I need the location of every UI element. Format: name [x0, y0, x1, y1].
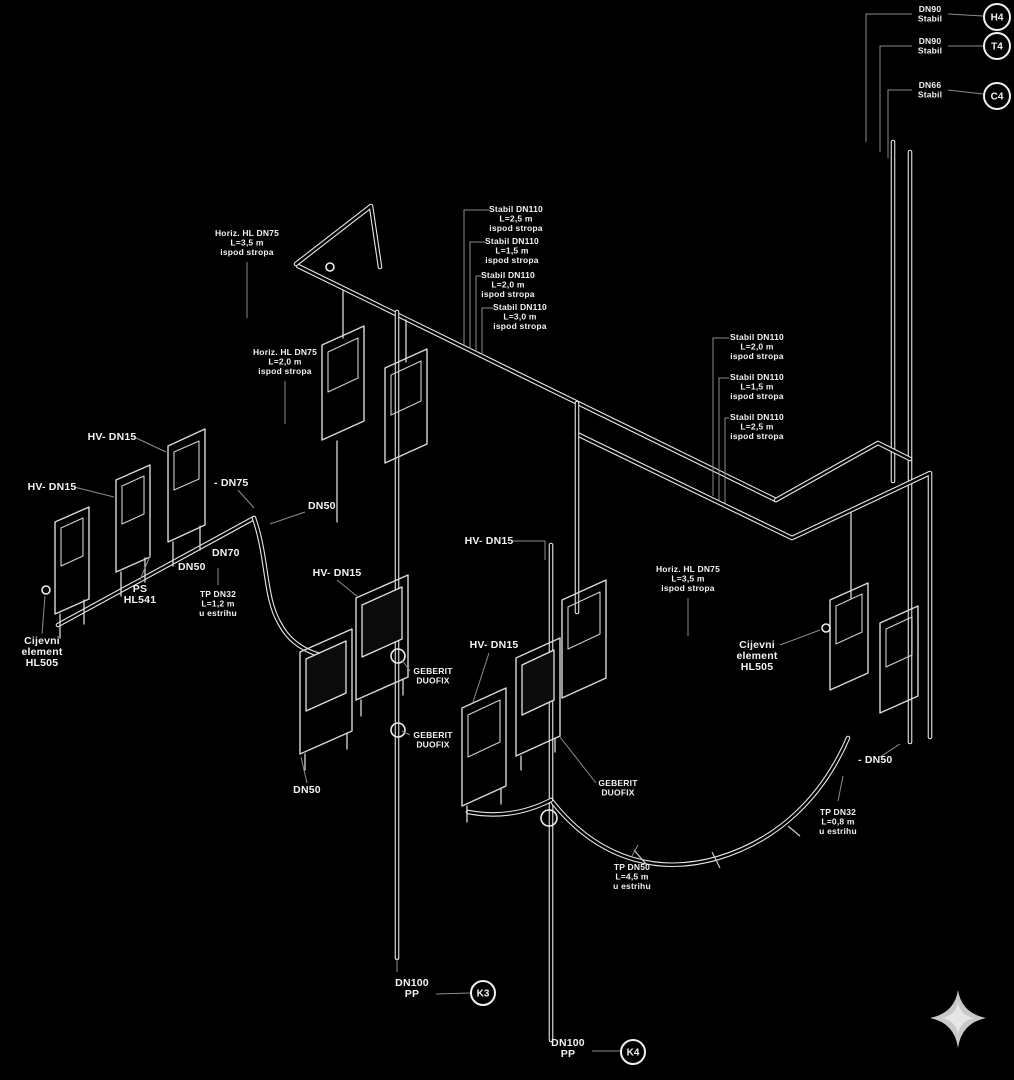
- callout-label: T4: [991, 42, 1003, 53]
- branch-pipes: [59, 289, 852, 823]
- callout-K4: K4: [620, 1039, 646, 1065]
- dn50-label-1: DN50: [308, 500, 336, 512]
- fixture-circles: [41, 262, 831, 827]
- callout-label: H4: [991, 13, 1004, 24]
- hv-dn15-label-1: HV- DN15: [88, 431, 137, 443]
- callout-K3: K3: [470, 980, 496, 1006]
- dn75-label: - DN75: [214, 477, 248, 489]
- callout-label: K4: [627, 1048, 640, 1059]
- hv-dn15-label-2: HV- DN15: [28, 481, 77, 493]
- dn50-label-4: - DN50: [858, 754, 892, 766]
- dn50-label-2: DN50: [178, 561, 206, 573]
- leader-lines: [41, 13, 984, 1052]
- installation-frames: [54, 325, 919, 807]
- callout-H4: H4: [983, 3, 1011, 31]
- dn50-label-3: DN50: [293, 784, 321, 796]
- callout-C4: C4: [983, 82, 1011, 110]
- hv-dn15-label-5: HV- DN15: [470, 639, 519, 651]
- dn70-label: DN70: [212, 547, 240, 559]
- callout-circle: [983, 3, 1011, 31]
- callout-circle: [983, 82, 1011, 110]
- callout-circle: [470, 980, 496, 1006]
- sparkle-icon: [930, 990, 986, 1048]
- hv-dn15-label-3: HV- DN15: [313, 567, 362, 579]
- callout-label: C4: [991, 92, 1004, 103]
- callout-T4: T4: [983, 32, 1011, 60]
- callout-circle: [620, 1039, 646, 1065]
- callout-label: K3: [477, 989, 490, 1000]
- slope-ticks: [633, 825, 801, 869]
- pipe-network: [55, 139, 933, 1043]
- callout-circle: [983, 32, 1011, 60]
- hv-dn15-label-4: HV- DN15: [465, 535, 514, 547]
